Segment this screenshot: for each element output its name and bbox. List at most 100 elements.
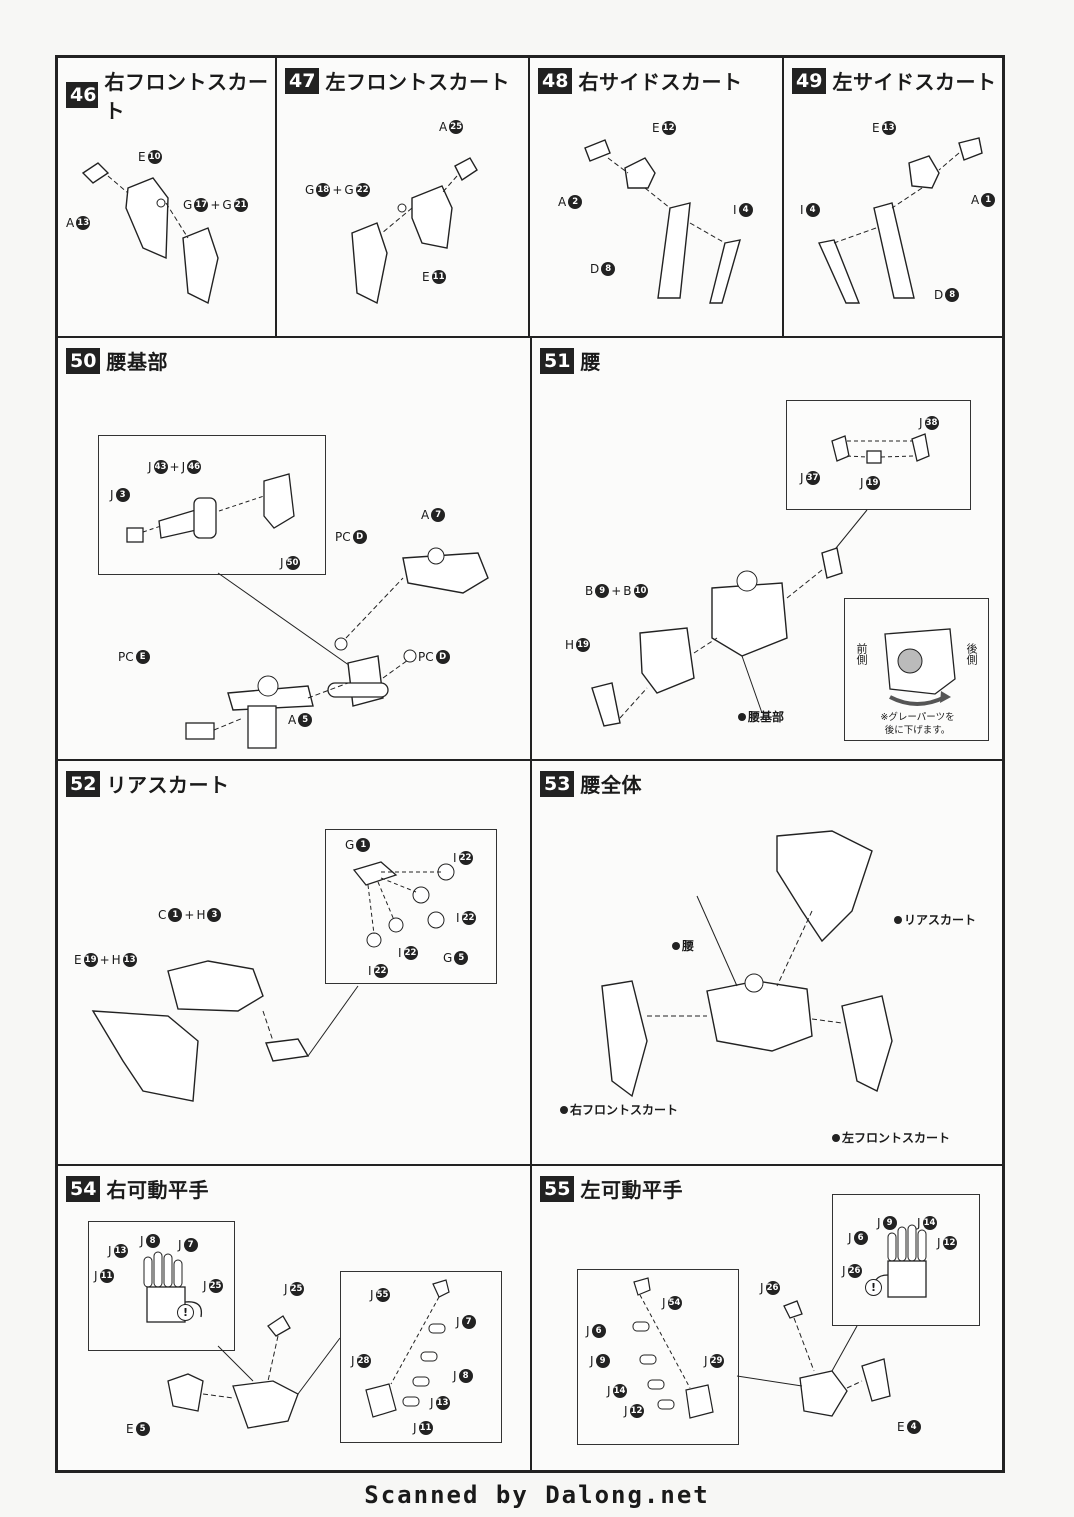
detail-inset (786, 400, 971, 510)
detail-inset (98, 435, 326, 575)
step-title: 腰基部 (106, 350, 168, 374)
warning-icon: ! (865, 1279, 882, 1296)
callout-waist-base: 腰基部 (738, 708, 784, 725)
step-number: 47 (285, 67, 320, 94)
part-diagram (81, 162, 219, 305)
step-number: 53 (540, 770, 575, 797)
detail-inset: ! (832, 1194, 980, 1326)
step-number: 50 (66, 347, 101, 374)
part-diagram (584, 139, 741, 304)
step-header: 53 腰全体 (540, 769, 642, 798)
warning-icon: ! (177, 1304, 194, 1321)
step-header: 48 右サイドスカート (538, 66, 742, 95)
step-header: 51 腰 (540, 346, 601, 375)
step-header: 52 リアスカート (66, 769, 229, 798)
part-diagram (167, 1315, 341, 1429)
callout-waist: 腰 (672, 937, 694, 954)
step-number: 51 (540, 347, 575, 374)
detail-inset-rotation: 前側 後側 ※グレーパーツを後に下げます。 (844, 598, 989, 741)
step-number: 48 (538, 67, 573, 94)
part-diagram (591, 509, 868, 727)
callout-left-front-skirt: 左フロントスカート (832, 1129, 950, 1146)
step-header: 46 右フロントスカート (66, 66, 275, 124)
step-title: 左可動平手 (580, 1178, 683, 1202)
step-title: 右サイドスカート (578, 70, 743, 94)
part-diagram (736, 1300, 891, 1417)
step-53-panel: 53 腰全体 リアスカート 腰 右フロントスカート 左フロントスカート (531, 760, 1003, 1165)
step-header: 55 左可動平手 (540, 1174, 683, 1203)
front-side-label: 前側 (855, 643, 868, 665)
step-number: 52 (66, 770, 101, 797)
step-title: 腰 (580, 350, 601, 374)
part-diagram (351, 157, 478, 305)
step-header: 50 腰基部 (66, 346, 168, 375)
step-title: 左フロントスカート (325, 70, 510, 94)
step-header: 54 右可動平手 (66, 1174, 209, 1203)
step-title: 左サイドスカート (832, 70, 997, 94)
part-diagram (91, 960, 359, 1102)
rotation-note: ※グレーパーツを後に下げます。 (880, 712, 955, 736)
step-header: 49 左サイドスカート (792, 66, 996, 95)
back-side-label: 後側 (965, 643, 978, 665)
step-header: 47 左フロントスカート (285, 66, 510, 95)
callout-rear-skirt: リアスカート (894, 911, 976, 928)
